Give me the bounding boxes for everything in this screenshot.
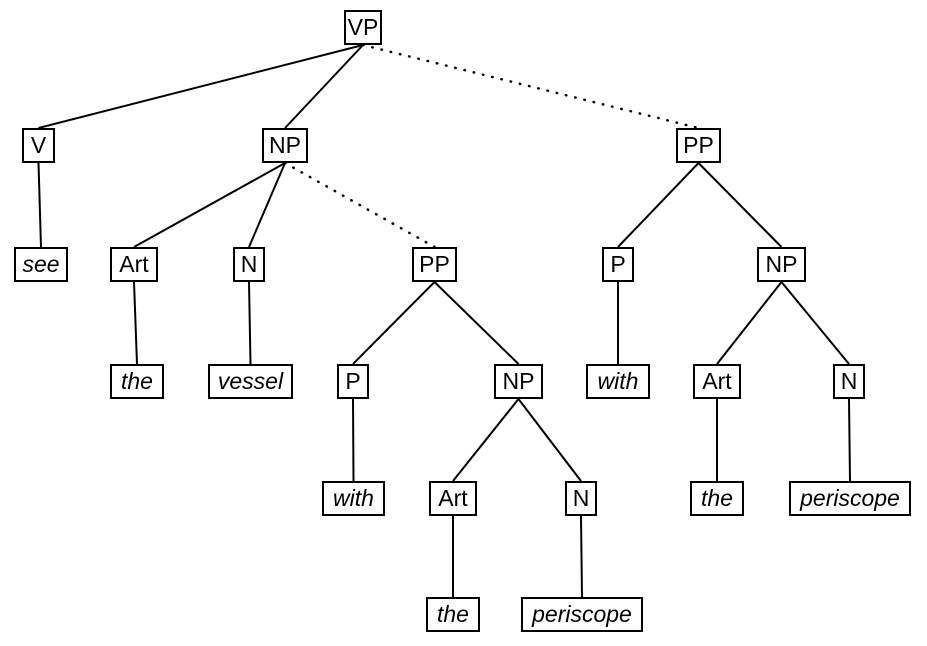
tree-edge-e-npright-artr xyxy=(716,281,783,365)
tree-edge-e-n1-vessel xyxy=(248,281,252,365)
tree-node-pp_mid: PP xyxy=(412,247,457,282)
tree-node-label: PP xyxy=(683,132,714,158)
tree-node-p_mid: P xyxy=(337,364,369,399)
tree-node-label: N xyxy=(572,485,590,511)
tree-node-v: V xyxy=(22,128,55,163)
tree-node-with_mid: with xyxy=(322,481,385,516)
tree-node-label: vessel xyxy=(217,368,284,394)
tree-node-with_right: with xyxy=(586,364,650,399)
tree-node-peri_right: periscope xyxy=(789,481,911,516)
tree-node-label: the xyxy=(437,601,469,627)
tree-node-np_mid: NP xyxy=(494,364,543,399)
tree-node-p_right: P xyxy=(602,247,634,282)
tree-edge-e-ppright-pright xyxy=(617,162,700,248)
tree-edge-e-ppmid-npmid xyxy=(433,281,520,365)
tree-node-n1: N xyxy=(233,247,265,282)
tree-node-label: VP xyxy=(347,14,379,40)
tree-edge-e-npmid-artmid xyxy=(452,398,520,482)
tree-node-label: Art xyxy=(702,368,732,394)
tree-edge-e-ppmid-pmid xyxy=(352,281,436,365)
tree-edge-e-npmid-nmid xyxy=(517,398,582,482)
tree-node-np1: NP xyxy=(262,128,308,163)
tree-node-label: P xyxy=(345,368,361,394)
tree-node-n_right: N xyxy=(833,364,865,399)
tree-node-art1: Art xyxy=(110,247,158,282)
tree-edge-e-nr-perir xyxy=(848,398,851,482)
tree-edge-e-np1-art1 xyxy=(133,162,286,248)
tree-edge-e-vp-ppright xyxy=(361,43,700,130)
tree-edge-e-art1-the1 xyxy=(133,281,138,365)
tree-node-label: NP xyxy=(269,132,301,158)
tree-node-pp_right: PP xyxy=(676,128,721,163)
tree-node-label: N xyxy=(840,368,858,394)
tree-node-peri_mid: periscope xyxy=(521,597,643,632)
tree-node-label: the xyxy=(701,485,733,511)
tree-edge-e-np1-n1 xyxy=(248,162,286,248)
tree-edge-e-v-see xyxy=(37,162,42,248)
tree-node-art_right: Art xyxy=(693,364,741,399)
tree-node-label: NP xyxy=(502,368,535,394)
tree-node-label: Art xyxy=(438,485,468,511)
tree-node-np_right: NP xyxy=(757,247,806,282)
tree-node-label: V xyxy=(30,132,47,158)
tree-node-n_mid: N xyxy=(565,481,597,516)
tree-node-label: see xyxy=(22,251,60,277)
tree-edge-e-pmid-withmid xyxy=(352,398,355,482)
tree-edge-e-nmid-perimid xyxy=(580,515,583,598)
tree-node-label: the xyxy=(121,368,153,394)
tree-node-see: see xyxy=(14,247,68,282)
tree-node-the_mid: the xyxy=(426,597,480,632)
tree-edge-e-npright-nr xyxy=(780,281,850,365)
tree-node-label: NP xyxy=(765,251,798,277)
tree-node-label: N xyxy=(240,251,258,277)
tree-edge-e-ppright-npright xyxy=(697,162,783,248)
tree-node-the_right: the xyxy=(690,481,744,516)
tree-edge-e-vp-v xyxy=(38,44,364,129)
tree-node-the1: the xyxy=(110,364,164,399)
tree-node-label: Art xyxy=(119,251,149,277)
tree-node-label: PP xyxy=(419,251,450,277)
tree-node-label: with xyxy=(333,485,374,511)
tree-node-vessel: vessel xyxy=(208,364,293,399)
tree-node-label: periscope xyxy=(532,601,632,627)
tree-node-label: periscope xyxy=(800,485,900,511)
tree-node-art_mid: Art xyxy=(429,481,477,516)
tree-node-label: P xyxy=(610,251,626,277)
tree-edge-e-np1-ppmid xyxy=(283,161,436,249)
tree-edge-e-vp-np1 xyxy=(284,44,364,129)
tree-node-label: with xyxy=(597,368,639,394)
tree-node-vp: VP xyxy=(344,10,382,45)
